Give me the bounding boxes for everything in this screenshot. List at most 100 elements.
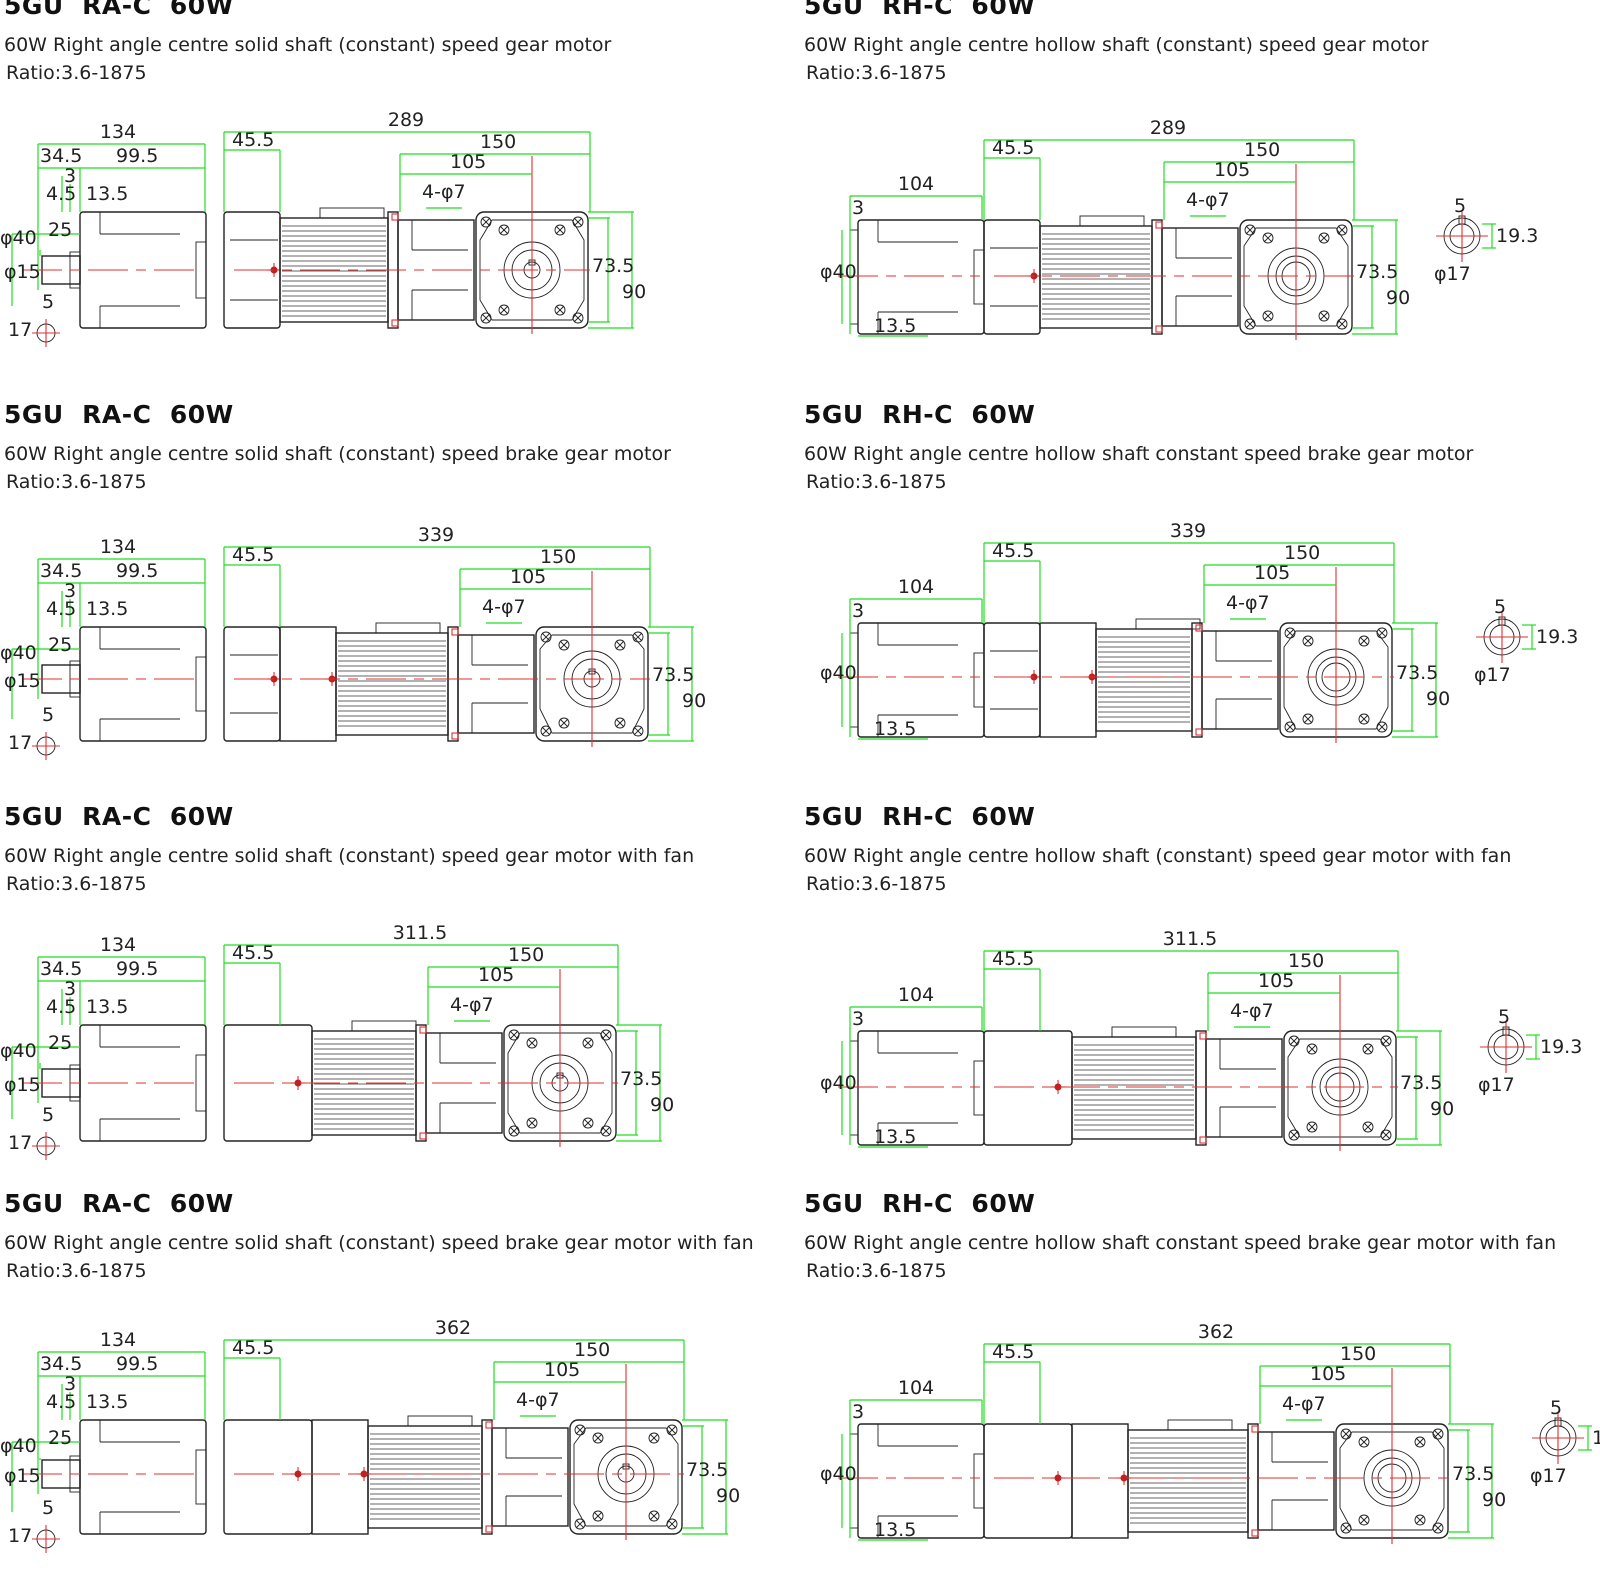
screw-hole [666, 1424, 678, 1436]
screw-hole [558, 639, 570, 651]
side-view-cover [195, 1449, 207, 1505]
model-description: 60W Right angle centre hollow shaft (con… [804, 845, 1512, 867]
screw-hole [541, 726, 551, 736]
shaft-step-label: 4.5 [46, 183, 76, 205]
gear-length-label: 150 [1244, 139, 1280, 161]
model-description: 60W Right angle centre solid shaft (cons… [4, 34, 612, 56]
screw-hole [600, 1029, 612, 1041]
screw-hole [1284, 627, 1296, 639]
screw-hole [1381, 1036, 1391, 1046]
overall-length-label: 289 [388, 109, 424, 131]
motor-flange-label: 45.5 [232, 544, 274, 566]
screw-hole [559, 640, 569, 650]
gear-mark [1155, 325, 1163, 333]
flange-depth-label: 13.5 [86, 1391, 128, 1413]
screw-hole [1306, 1043, 1318, 1055]
side-body-label: 99.5 [116, 1353, 158, 1375]
screw-hole [1359, 1515, 1369, 1525]
ratio-range: Ratio:3.6-1875 [806, 62, 947, 84]
gear-mark [1199, 1136, 1207, 1144]
side-view-cover [973, 1453, 985, 1509]
screw-hole [508, 1029, 520, 1041]
screw-hole [667, 1425, 677, 1435]
gear-length-label: 150 [508, 944, 544, 966]
side-shaft-label: 34.5 [40, 560, 82, 582]
screw-hole [540, 725, 552, 737]
screw-hole [1359, 1437, 1369, 1447]
side-width-label: 134 [100, 1329, 136, 1351]
ratio-range: Ratio:3.6-1875 [6, 62, 147, 84]
shaft-length-label: 25 [48, 219, 72, 241]
screw-hole [1319, 233, 1329, 243]
key-width-label: 5 [42, 704, 54, 726]
screw-hole [554, 304, 566, 316]
screw-hole [575, 1425, 585, 1435]
model-title: 5GU RA-C 60W [4, 1189, 234, 1218]
gear-head-outline [1283, 630, 1389, 730]
screw-hole [592, 1510, 604, 1522]
gear-mark [391, 213, 399, 221]
gear-mark [451, 628, 459, 636]
screw-hole [508, 1125, 520, 1137]
mount-holes-label: 4-φ7 [450, 994, 494, 1016]
screw-hole [1380, 1129, 1392, 1141]
gear-mark [1199, 1032, 1207, 1040]
outer-height-label: 90 [1426, 688, 1450, 710]
pilot-diameter-label: φ40 [0, 642, 37, 664]
gear-pcd-label: 105 [1214, 159, 1250, 181]
bore-key-width-label: 5 [1494, 596, 1506, 618]
screw-hole [509, 1126, 519, 1136]
flange-depth-label: 13.5 [874, 1519, 916, 1541]
screw-hole [540, 631, 552, 643]
key-width-label: 5 [42, 1104, 54, 1126]
gear-pcd-label: 105 [478, 964, 514, 986]
gear-housing [457, 634, 535, 734]
key-width-label: 5 [42, 291, 54, 313]
brake-unit [279, 626, 337, 742]
screw-hole [574, 1424, 586, 1436]
terminal-box [1135, 618, 1201, 630]
side-view-cover [195, 1054, 207, 1112]
motor-housing [1071, 1036, 1197, 1140]
side-body-label: 99.5 [116, 958, 158, 980]
drawing-panel-5: 5GU RA-C 60W 60W Right angle centre soli… [0, 802, 800, 1206]
screw-hole [1358, 713, 1370, 725]
gear-pcd-label: 105 [544, 1359, 580, 1381]
screw-hole [1358, 1436, 1370, 1448]
inner-height-label: 73.5 [1396, 662, 1438, 684]
screw-hole [633, 632, 643, 642]
mount-holes-label: 4-φ7 [1230, 1000, 1274, 1022]
screw-hole [1284, 721, 1296, 733]
screw-hole [1380, 1035, 1392, 1047]
key-height-label: 17 [8, 1132, 32, 1154]
screw-hole [648, 1510, 660, 1522]
ratio-range: Ratio:3.6-1875 [6, 471, 147, 493]
ratio-range: Ratio:3.6-1875 [6, 873, 147, 895]
gear-length-label: 150 [574, 1339, 610, 1361]
mount-holes-label: 4-φ7 [516, 1389, 560, 1411]
screw-hole [1381, 1130, 1391, 1140]
screw-hole [1377, 722, 1387, 732]
mount-holes-label: 4-φ7 [1186, 189, 1230, 211]
side-view-cover [973, 652, 985, 708]
screw-hole [1341, 1429, 1351, 1439]
gear-head-outline [1243, 227, 1349, 327]
screw-hole [572, 312, 584, 324]
screw-hole [615, 718, 625, 728]
bore-key-width-label: 5 [1454, 195, 1466, 217]
screw-hole [1245, 319, 1255, 329]
gear-mark [1251, 1529, 1259, 1537]
screw-hole [1302, 713, 1314, 725]
flange-depth-label: 13.5 [86, 598, 128, 620]
brake-unit [1071, 1423, 1129, 1539]
screw-hole [555, 305, 565, 315]
gear-length-label: 150 [1340, 1343, 1376, 1365]
model-description: 60W Right angle centre solid shaft (cons… [4, 1232, 754, 1254]
screw-hole [509, 1030, 519, 1040]
screw-hole [527, 1118, 537, 1128]
screw-hole [1359, 714, 1369, 724]
terminal-box [407, 1415, 473, 1427]
